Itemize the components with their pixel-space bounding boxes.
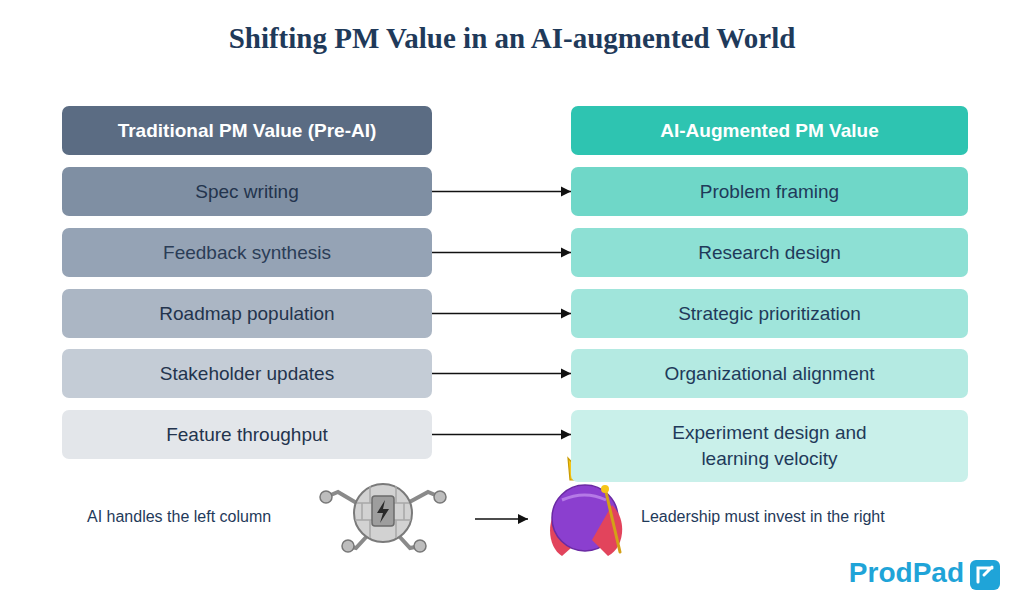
node-text: Problem framing: [700, 179, 839, 205]
node-text: Research design: [698, 240, 841, 266]
robot-foot: [434, 491, 446, 503]
robot-illustration: [320, 484, 446, 552]
leader-stripe: [562, 495, 606, 500]
node-text: Strategic prioritization: [678, 301, 861, 327]
node-text: Organizational alignment: [664, 361, 874, 387]
robot-leg: [398, 535, 420, 548]
robot-bricks: [355, 486, 411, 538]
node-text: Feedback synthesis: [163, 240, 331, 266]
lightning-symbol: [377, 500, 389, 523]
augmented-box: Research design: [571, 228, 968, 277]
flow-arrow: [432, 373, 571, 375]
flow-arrow: [432, 434, 571, 436]
traditional-box: Roadmap population: [62, 289, 432, 338]
node-text: Experiment design and learning velocity: [641, 420, 898, 471]
logo-square: [970, 560, 1000, 590]
diagram-title: Shifting PM Value in an AI-augmented Wor…: [0, 22, 1024, 55]
traditional-box: Spec writing: [62, 167, 432, 216]
node-text: AI-Augmented PM Value: [660, 118, 879, 144]
sceptre: [606, 492, 620, 552]
annotation-text: AI handles the left column: [87, 508, 271, 526]
augmented-box: Problem framing: [571, 167, 968, 216]
robot-body: [354, 484, 412, 542]
logo-mark: [978, 567, 992, 582]
augmented-box: Strategic prioritization: [571, 289, 968, 338]
robot-foot: [320, 491, 332, 503]
leader-body: [552, 485, 618, 551]
traditional-box: Feedback synthesis: [62, 228, 432, 277]
annotation-text: Leadership must invest in the right: [641, 508, 885, 526]
flow-arrow: [432, 313, 571, 315]
augmented-box: Organizational alignment: [571, 349, 968, 398]
column-header: AI-Augmented PM Value: [571, 106, 968, 155]
logo-icon: [970, 560, 1000, 590]
node-text: Spec writing: [195, 179, 299, 205]
flow-arrow: [432, 252, 571, 254]
robot-foot: [342, 540, 354, 552]
robot-panel: [372, 496, 394, 526]
traditional-box: Stakeholder updates: [62, 349, 432, 398]
node-text: Stakeholder updates: [160, 361, 334, 387]
robot-foot: [414, 540, 426, 552]
leader-cape: [550, 505, 580, 556]
flow-arrow: [432, 191, 571, 193]
illustration-arrow: [475, 518, 528, 520]
leader-cape: [592, 505, 622, 556]
augmented-box: Experiment design and learning velocity: [571, 410, 968, 482]
column-header: Traditional PM Value (Pre-AI): [62, 106, 432, 155]
sceptre-tip: [601, 485, 609, 493]
node-text: Traditional PM Value (Pre-AI): [118, 118, 377, 144]
brand-logo-text: ProdPad: [849, 557, 964, 589]
node-text: Roadmap population: [159, 301, 334, 327]
robot-leg: [326, 492, 360, 505]
robot-leg: [348, 535, 368, 548]
traditional-box: Feature throughput: [62, 410, 432, 459]
robot-leg: [404, 492, 440, 505]
node-text: Feature throughput: [166, 422, 328, 448]
